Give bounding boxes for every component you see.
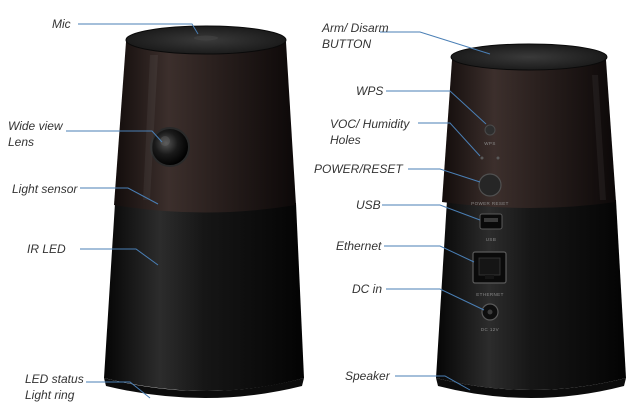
front-device [104, 25, 304, 398]
back-upper-shell [442, 60, 616, 208]
mic-holes [194, 35, 218, 41]
callout-wps: WPS [356, 84, 383, 98]
callout-labels: Mic Wide view Lens Light sensor IR LED L… [8, 17, 410, 402]
callout-voc-line2: Holes [330, 133, 361, 147]
callout-speaker: Speaker [345, 369, 391, 383]
usb-port-tongue [484, 218, 498, 222]
dc-jack-pin [487, 309, 493, 315]
callout-led-status-line1: LED status [25, 372, 84, 386]
leader-speaker [395, 375, 471, 391]
callout-ir-led: IR LED [27, 242, 66, 256]
back-bottom-ring [436, 378, 626, 398]
ethernet-port-label: ETHERNET [476, 292, 503, 297]
lens-highlight [160, 136, 170, 146]
leader-usb [382, 204, 481, 221]
leader-arm-disarm [380, 31, 491, 55]
power-reset-port-label: POWER RESET [471, 201, 509, 206]
callout-arm-disarm-line1: Arm/ Disarm [321, 21, 389, 35]
back-device: WPS POWER RESET USB ETHERNET DC 12V [436, 43, 626, 398]
callout-dc-in: DC in [352, 282, 382, 296]
callout-wide-view-line2: Lens [8, 135, 34, 149]
dc-port-label: DC 12V [481, 327, 499, 332]
voc-hole-left [480, 156, 484, 160]
power-reset-button [478, 173, 502, 197]
leader-dc-in [386, 288, 485, 311]
wide-view-lens [150, 127, 190, 167]
callout-usb: USB [356, 198, 381, 212]
ethernet-port-clip [485, 275, 494, 279]
leader-light-sensor [80, 187, 159, 205]
leader-voc [418, 122, 481, 157]
leader-ethernet [384, 245, 475, 263]
leader-lines [66, 23, 491, 399]
front-lower-body [104, 203, 304, 391]
callout-arm-disarm-line2: BUTTON [322, 37, 371, 51]
callout-wide-view-line1: Wide view [8, 119, 64, 133]
usb-port-label: USB [486, 237, 496, 242]
voc-hole-right [496, 156, 500, 160]
back-lower-body [436, 200, 626, 390]
leader-mic [78, 23, 199, 35]
callout-light-sensor: Light sensor [12, 182, 78, 196]
leader-wps [386, 90, 487, 125]
callout-ethernet: Ethernet [336, 239, 382, 253]
callout-power-reset: POWER/RESET [314, 162, 404, 176]
wps-button [484, 124, 496, 136]
front-sheen [143, 55, 158, 200]
callout-voc-line1: VOC/ Humidity [330, 117, 410, 131]
leader-power-reset [408, 168, 481, 183]
led-status-light-ring [104, 378, 304, 398]
back-top-cap [450, 43, 608, 71]
callout-mic: Mic [52, 17, 71, 31]
leader-ir-led [80, 248, 159, 266]
leader-led-status [86, 381, 151, 399]
callout-led-status-line2: Light ring [25, 388, 75, 402]
ethernet-port-inner [478, 257, 501, 276]
leader-lens [66, 130, 163, 143]
back-sheen [592, 75, 606, 200]
wps-port-label: WPS [484, 141, 495, 146]
front-upper-shell [114, 42, 296, 213]
